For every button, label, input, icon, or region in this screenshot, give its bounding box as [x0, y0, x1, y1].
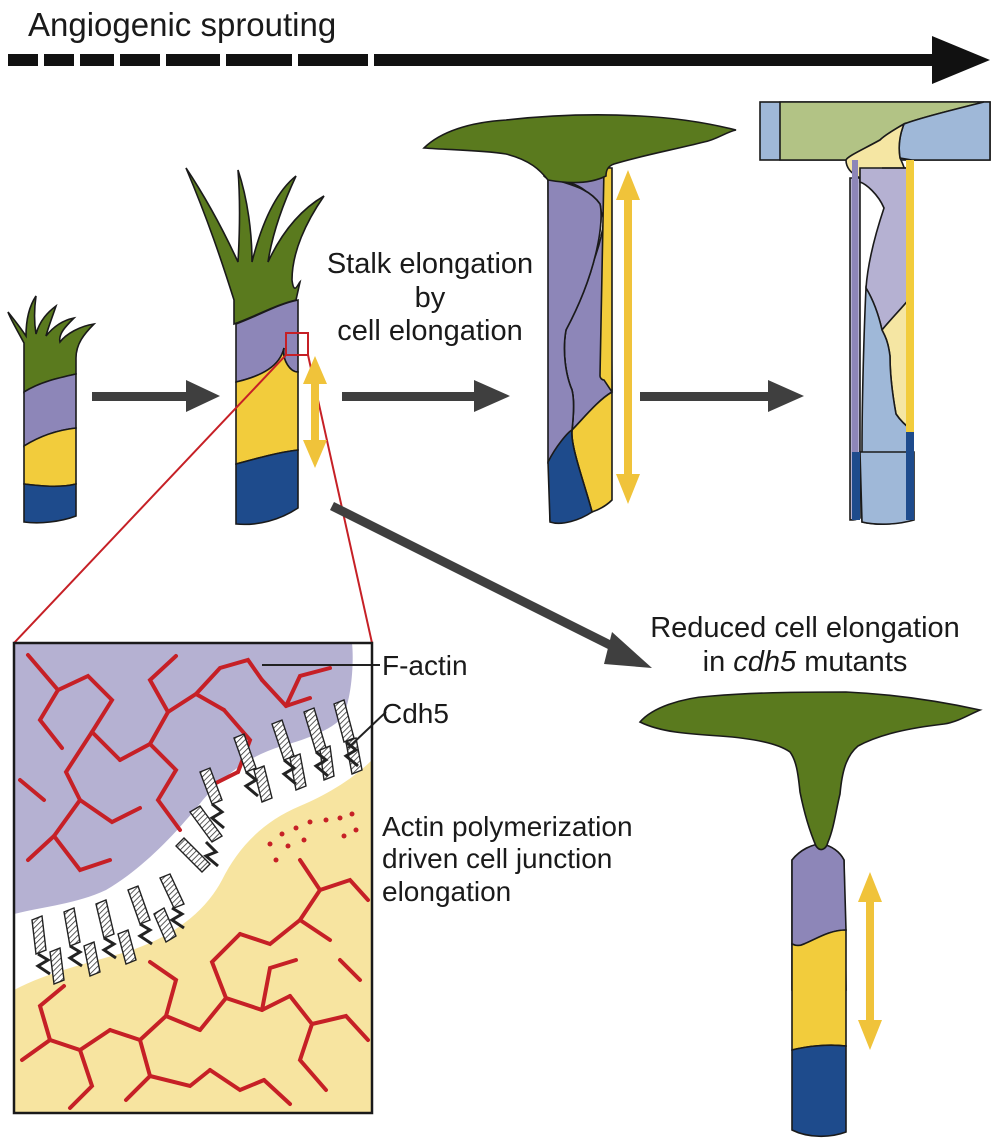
actin-label-line-2: driven cell junction: [382, 843, 633, 875]
reduced-elongation-label: Reduced cell elongation in cdh5 mutants: [620, 612, 990, 679]
zoom-inset: [14, 643, 386, 1113]
reduced-label-line-1: Reduced cell elongation: [620, 612, 990, 646]
stalk-elongation-label: Stalk elongation by cell elongation: [300, 248, 560, 349]
sprout-stage-4: [760, 102, 990, 524]
stalk-label-line-2: by: [300, 282, 560, 316]
stalk-label-line-3: cell elongation: [300, 315, 560, 349]
double-arrow-stage-3: [616, 170, 640, 504]
mutant-arrow: [332, 506, 652, 668]
stalk-label-line-1: Stalk elongation: [300, 248, 560, 282]
reduced-label-suffix: mutants: [796, 646, 907, 678]
actin-label-line-3: elongation: [382, 876, 633, 908]
stage-arrow-3: [640, 380, 804, 412]
double-arrow-mutant: [858, 872, 882, 1050]
reduced-label-prefix: in: [703, 646, 734, 678]
double-arrow-stage-2: [303, 356, 327, 468]
actin-polymerization-label: Actin polymerization driven cell junctio…: [382, 811, 633, 908]
stage-arrow-1: [92, 380, 220, 412]
f-actin-label: F-actin: [382, 650, 468, 682]
diagram-title: Angiogenic sprouting: [28, 6, 336, 44]
reduced-label-line-2: in cdh5 mutants: [620, 646, 990, 680]
actin-label-line-1: Actin polymerization: [382, 811, 633, 843]
stage-arrow-2: [342, 380, 510, 412]
mutant-sprout: [640, 692, 980, 1136]
reduced-label-gene: cdh5: [733, 646, 796, 678]
sprout-stage-1: [8, 296, 94, 523]
cdh5-label: Cdh5: [382, 698, 449, 730]
